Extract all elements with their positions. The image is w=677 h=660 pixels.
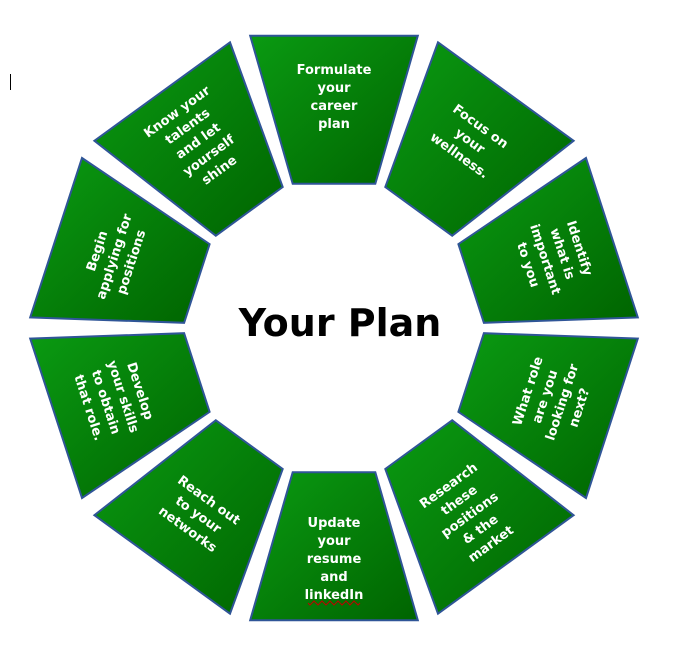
segment-label-line: Update [308,516,361,531]
segment-label-line: linkedIn [305,588,364,603]
segment-formulate-career-plan: Formulate your career plan [248,34,420,185]
segment-label: Formulate your career plan [297,63,372,132]
segment-shape [28,156,211,324]
segment-shape [248,471,420,622]
segment-label-line: your [317,81,351,96]
segment-shape [28,332,211,500]
segment-begin-applying: Beginapplying forpositions [28,156,211,324]
segment-develop-skills: Developyour skillsto obtainthat role. [28,332,211,500]
segment-shape [92,40,284,237]
segment-shape [384,40,576,237]
segments-group: Formulate your career plan Focus onyourwelln… [28,34,640,622]
segment-shape [92,419,284,616]
segment-shape [248,34,420,185]
segment-label-line: your [317,534,351,549]
segment-label-line: resume [307,552,362,567]
spellcheck-mark [307,600,361,606]
segment-label-line: plan [318,117,350,132]
segment-label: Identifywhat isimportantto you [509,211,597,302]
segment-research-positions: Researchthesepositions& themarket [384,419,576,616]
segment-label: Update your resume and linkedIn [305,516,364,603]
segment-what-role: What roleare youlooking fornext? [457,332,640,500]
segment-shape [457,156,640,324]
segment-identify-what-is-important: Identifywhat isimportantto you [457,156,640,324]
segment-label-line: Formulate [297,63,372,78]
segment-label: Developyour skillsto obtainthat role. [69,353,158,446]
segment-shape [457,332,640,500]
segment-update-resume: Update your resume and linkedIn [248,471,420,622]
segment-shape [384,419,576,616]
segment-focus-on-wellness: Focus onyourwellness. [384,40,576,237]
spellcheck-underline [307,600,361,606]
segment-label-line: career [311,99,359,114]
segment-know-your-talents: Know yourtalentsand letyourselfshine [92,40,284,237]
text-cursor [10,74,11,90]
center-title: Your Plan [238,301,442,345]
segment-reach-out: Reach outto yournetworks [92,419,284,616]
segment-label-line: and [320,570,347,585]
